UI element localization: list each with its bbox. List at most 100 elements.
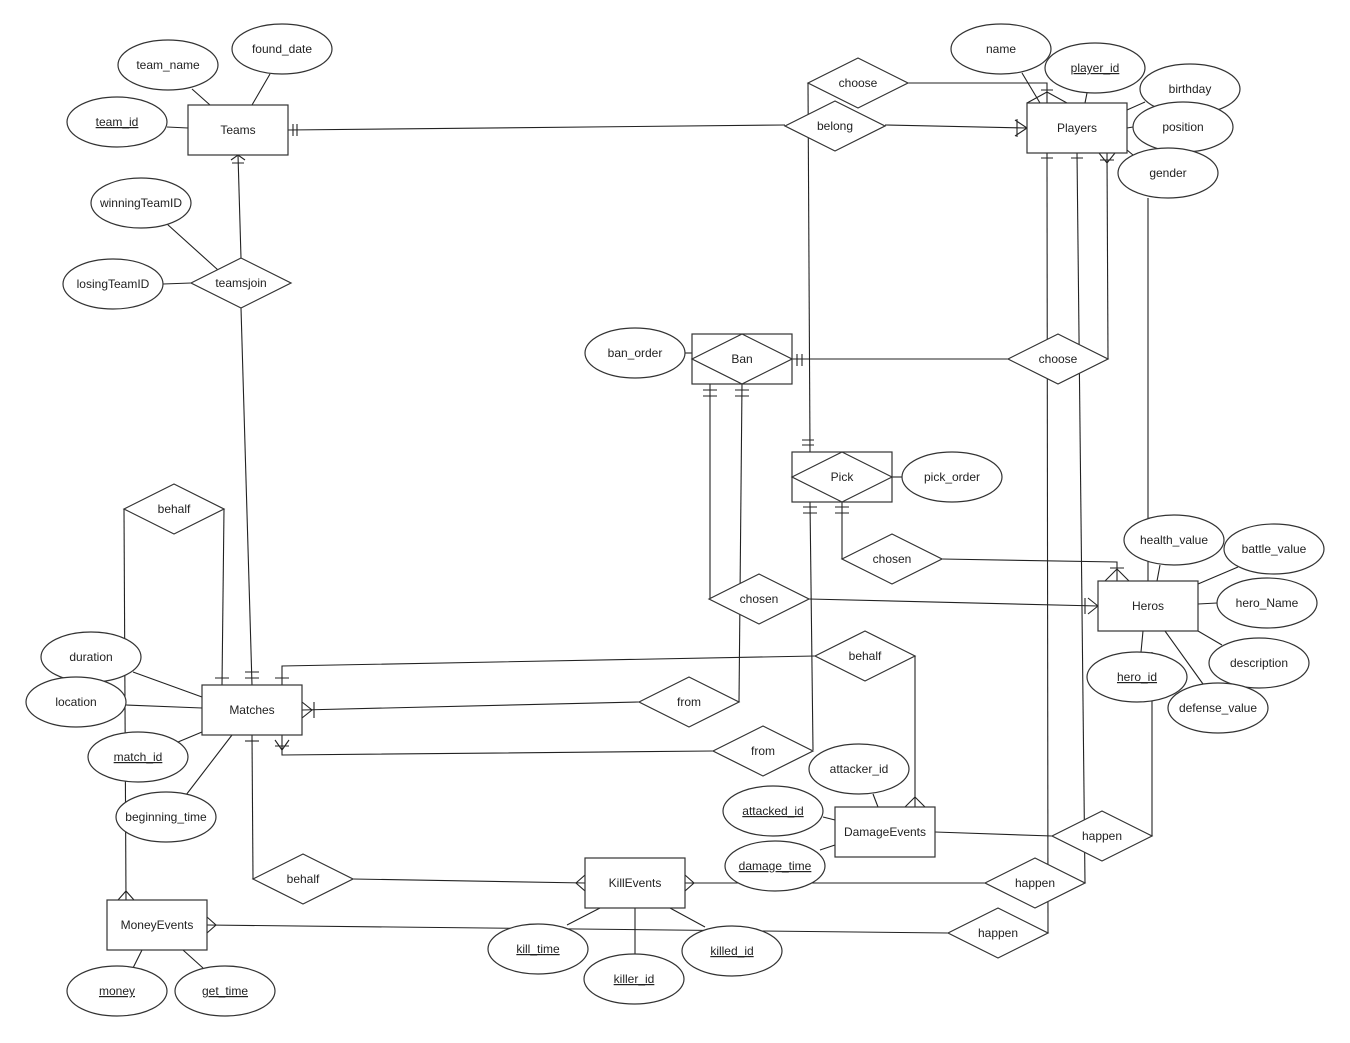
connector-line (1126, 149, 1134, 156)
entity-label: Players (1057, 121, 1097, 135)
connector-line (251, 734, 254, 880)
attribute-attacker-id[interactable]: attacker_id (808, 743, 910, 795)
attribute-label: get_time (202, 984, 248, 998)
relationship-behalf-right[interactable]: behalf (813, 630, 917, 682)
connector-line (908, 82, 1048, 103)
connector-line (301, 701, 640, 711)
attribute-label: pick_order (924, 470, 980, 484)
relationship-happen3[interactable]: happen (946, 907, 1050, 959)
relationship-label: teamsjoin (215, 276, 266, 290)
relationship-happen1[interactable]: happen (1050, 810, 1154, 862)
attribute-winningteamid[interactable]: winningTeamID (90, 177, 192, 229)
attribute-hero-name[interactable]: hero_Name (1216, 577, 1318, 629)
attribute-label: kill_time (516, 942, 560, 956)
connector-line (872, 793, 879, 808)
attribute-label: damage_time (739, 859, 812, 873)
attribute-position[interactable]: position (1132, 101, 1234, 153)
entity-label: DamageEvents (844, 825, 926, 839)
attribute-description[interactable]: description (1208, 637, 1310, 689)
relationship-choose-right[interactable]: choose (1006, 333, 1110, 385)
connector-line (566, 907, 601, 926)
cardinality-mark (1014, 119, 1028, 137)
attribute-found-date[interactable]: found_date (231, 23, 333, 75)
connector-line (182, 949, 204, 969)
connector-line (819, 844, 836, 851)
cardinality-mark (575, 874, 586, 892)
attribute-label: defense_value (1179, 701, 1257, 715)
connector-line (240, 307, 253, 686)
entity-matches[interactable]: Matches (201, 684, 303, 736)
relationship-from1[interactable]: from (637, 676, 741, 728)
attribute-beginning-time[interactable]: beginning_time (115, 791, 217, 843)
attribute-birthday[interactable]: birthday (1139, 63, 1241, 115)
connector-line (941, 558, 1118, 581)
associative-entity-ban[interactable]: Ban (690, 333, 794, 385)
connector-line (221, 508, 225, 686)
entity-money[interactable]: MoneyEvents (106, 899, 208, 951)
entity-heros[interactable]: Heros (1097, 580, 1199, 632)
cardinality-mark (274, 739, 290, 751)
attribute-hero-id[interactable]: hero_id (1086, 651, 1188, 703)
attribute-match-id[interactable]: match_id (87, 731, 189, 783)
attribute-gender[interactable]: gender (1117, 147, 1219, 199)
connector-line (162, 282, 192, 285)
attribute-label: hero_id (1117, 670, 1157, 684)
relationship-chosen-ban[interactable]: chosen (707, 573, 811, 625)
entity-kill[interactable]: KillEvents (584, 857, 686, 909)
relationship-belong[interactable]: belong (783, 100, 887, 152)
entity-label: MoneyEvents (121, 918, 194, 932)
attribute-duration[interactable]: duration (40, 631, 142, 683)
attribute-defense-value[interactable]: defense_value (1167, 682, 1269, 734)
attribute-name[interactable]: name (950, 23, 1052, 75)
attribute-team-name[interactable]: team_name (117, 39, 219, 91)
attribute-kill-time[interactable]: kill_time (487, 923, 589, 975)
attribute-label: health_value (1140, 533, 1208, 547)
relationship-choose-top[interactable]: choose (806, 57, 910, 109)
attribute-killed-id[interactable]: killed_id (681, 925, 783, 977)
attribute-label: gender (1149, 166, 1186, 180)
connector-line (185, 734, 233, 796)
relationship-behalf-bottom[interactable]: behalf (251, 853, 355, 905)
attribute-pick-order[interactable]: pick_order (901, 451, 1003, 503)
cardinality-mark (292, 124, 298, 136)
attribute-ban-order[interactable]: ban_order (584, 327, 686, 379)
relationship-behalf-left[interactable]: behalf (122, 483, 226, 535)
attribute-health-value[interactable]: health_value (1123, 514, 1225, 566)
entity-teams[interactable]: Teams (187, 104, 289, 156)
relationship-happen2[interactable]: happen (983, 857, 1087, 909)
associative-entity-pick[interactable]: Pick (790, 451, 894, 503)
entity-label: Heros (1132, 599, 1164, 613)
attribute-damage-time[interactable]: damage_time (724, 840, 826, 892)
attribute-label: killed_id (710, 944, 753, 958)
attribute-location[interactable]: location (25, 676, 127, 728)
connector-line (1197, 602, 1218, 605)
relationship-teamsjoin[interactable]: teamsjoin (189, 257, 293, 309)
entity-damage[interactable]: DamageEvents (834, 806, 936, 858)
relationship-from2[interactable]: from (711, 725, 815, 777)
attribute-label: player_id (1071, 61, 1120, 75)
attribute-label: duration (69, 650, 112, 664)
relationship-chosen-pick[interactable]: chosen (840, 533, 944, 585)
cardinality-mark (703, 389, 749, 397)
attribute-money[interactable]: money (66, 965, 168, 1017)
attribute-attacked-id[interactable]: attacked_id (722, 785, 824, 837)
connector-line (125, 704, 203, 709)
connector-line (1126, 101, 1146, 111)
attribute-label: attacker_id (830, 762, 889, 776)
attribute-battle-value[interactable]: battle_value (1223, 523, 1325, 575)
attribute-get-time[interactable]: get_time (174, 965, 276, 1017)
attribute-killer-id[interactable]: killer_id (583, 953, 685, 1005)
connector-line (809, 501, 814, 751)
attribute-label: found_date (252, 42, 312, 56)
attribute-losingteamid[interactable]: losingTeamID (62, 258, 164, 310)
attribute-player-id[interactable]: player_id (1044, 42, 1146, 94)
attribute-label: description (1230, 656, 1288, 670)
attribute-label: match_id (114, 750, 163, 764)
attribute-label: hero_Name (1236, 596, 1299, 610)
connector-line (251, 73, 271, 106)
cardinality-mark (1098, 152, 1116, 164)
attribute-team-id[interactable]: team_id (66, 96, 168, 148)
entity-players[interactable]: Players (1026, 102, 1128, 154)
attribute-label: ban_order (608, 346, 663, 360)
